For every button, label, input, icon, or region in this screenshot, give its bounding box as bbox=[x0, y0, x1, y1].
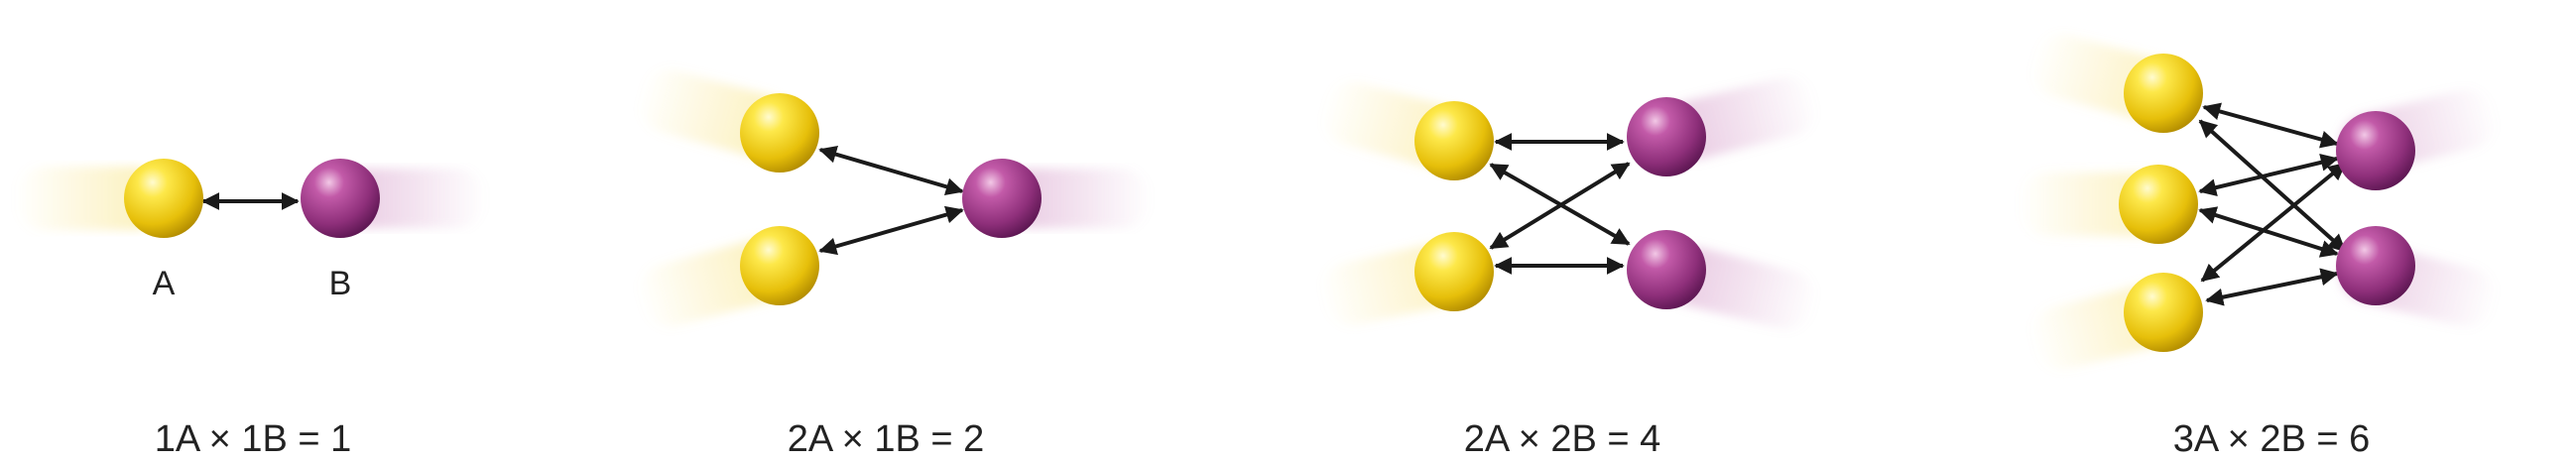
particle-a bbox=[2119, 165, 2198, 244]
particle-b bbox=[2336, 111, 2415, 190]
particle-b bbox=[2336, 226, 2415, 305]
panel-4: 3A × 2B = 6 bbox=[2019, 34, 2497, 460]
collision-arrow bbox=[2198, 206, 2339, 258]
particle-b bbox=[962, 159, 1042, 238]
motion-trail-a bbox=[15, 167, 164, 230]
panel-2: 2A × 1B = 2 bbox=[638, 69, 1151, 460]
particle-a bbox=[2124, 54, 2203, 133]
label-b: B bbox=[329, 265, 352, 302]
collision-arrow bbox=[818, 145, 964, 196]
particle-a bbox=[1414, 101, 1494, 180]
equation: 1A × 1B = 1 bbox=[155, 418, 352, 460]
particle-a bbox=[2124, 273, 2203, 352]
panel-1: A B 1A × 1B = 1 bbox=[15, 159, 486, 460]
collision-arrow bbox=[2205, 268, 2339, 306]
particle-b bbox=[1627, 230, 1706, 309]
particle-a bbox=[1414, 232, 1494, 311]
collision-arrow bbox=[818, 205, 964, 256]
equation: 2A × 1B = 2 bbox=[788, 418, 985, 460]
particle-a bbox=[740, 226, 819, 305]
equation: 3A × 2B = 6 bbox=[2173, 418, 2371, 460]
label-a: A bbox=[153, 265, 176, 302]
collision-arrow bbox=[2200, 162, 2347, 283]
motion-trail-b bbox=[1002, 169, 1151, 228]
collision-arrow bbox=[1489, 162, 1631, 250]
particle-b bbox=[301, 159, 380, 238]
panel-3: 2A × 2B = 4 bbox=[1320, 76, 1817, 460]
equation: 2A × 2B = 4 bbox=[1464, 418, 1661, 460]
collision-arrow bbox=[2202, 102, 2339, 149]
particle-a bbox=[124, 159, 203, 238]
particle-b bbox=[1627, 97, 1706, 176]
particle-a bbox=[740, 93, 819, 173]
